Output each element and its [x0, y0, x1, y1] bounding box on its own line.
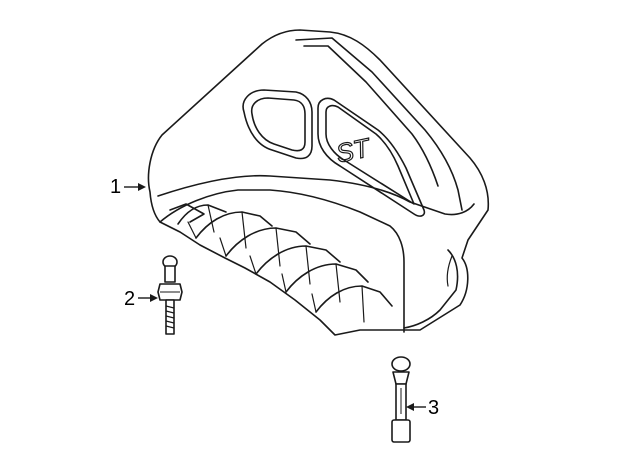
grommet-part[interactable] [391, 356, 411, 443]
callout-1-label: 1 [110, 176, 121, 198]
callout-3-label: 3 [428, 397, 439, 419]
callout-3: 3 [406, 397, 439, 419]
callout-2-label: 2 [124, 288, 135, 310]
engine-cover-part[interactable]: ST [147, 29, 490, 336]
stud-part[interactable] [157, 255, 183, 335]
callout-1: 1 [110, 176, 146, 198]
callout-2: 2 [124, 288, 158, 310]
